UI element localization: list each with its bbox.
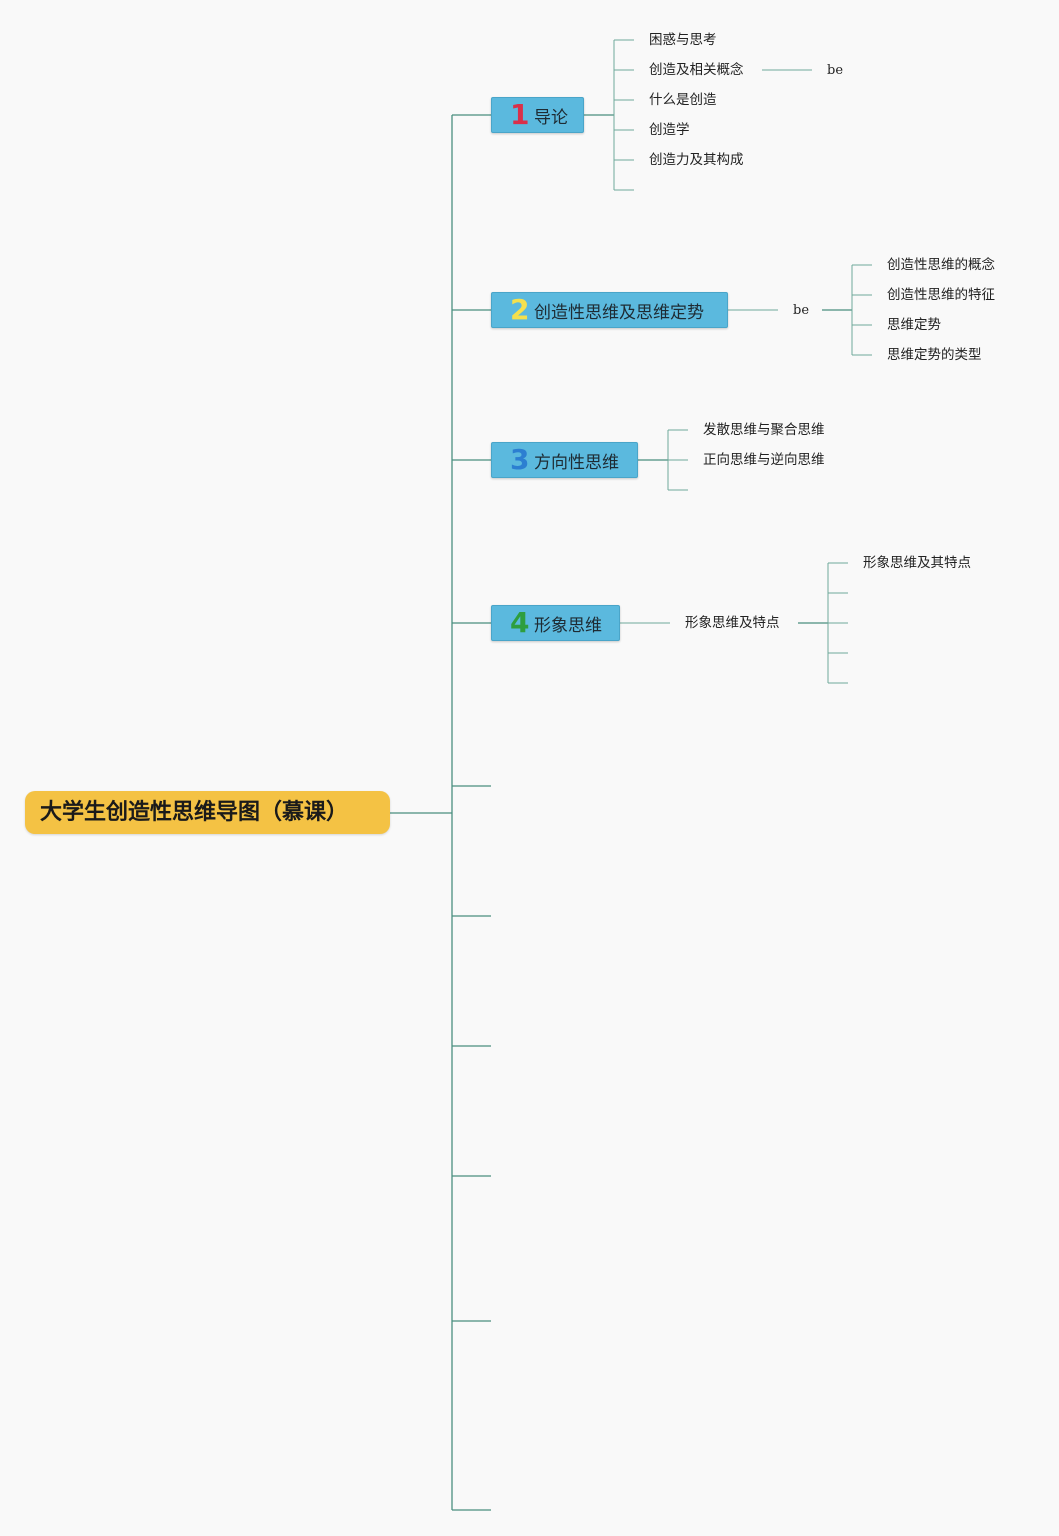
subtopic[interactable]: 形象思维及特点 <box>685 615 780 631</box>
subtopic[interactable]: 创造及相关概念 <box>649 62 744 78</box>
topic-4[interactable]: 4 形象思维 <box>491 605 620 641</box>
topic-label: 形象思维 <box>534 615 602 636</box>
subtopic[interactable]: 正向思维与逆向思维 <box>703 452 825 468</box>
topic-2[interactable]: 2 创造性思维及思维定势 <box>491 292 728 328</box>
topic-label: 导论 <box>534 107 568 128</box>
root-topic[interactable]: 大学生创造性思维导图（慕课） <box>25 791 390 834</box>
subtopic[interactable]: 思维定势的类型 <box>887 347 982 363</box>
topic-1[interactable]: 1 导论 <box>491 97 584 133</box>
subtopic[interactable]: 创造学 <box>649 122 690 138</box>
topic-3[interactable]: 3 方向性思维 <box>491 442 638 478</box>
subtopic-be[interactable]: be <box>793 303 810 318</box>
topic-number: 4 <box>510 606 530 639</box>
subtopic[interactable]: 创造性思维的特征 <box>887 287 995 303</box>
subtopic[interactable]: 困惑与思考 <box>649 32 717 48</box>
subtopic[interactable]: 创造性思维的概念 <box>887 257 995 273</box>
subtopic-be[interactable]: be <box>827 63 844 78</box>
subtopic[interactable]: 发散思维与聚合思维 <box>703 422 825 438</box>
subtopic[interactable]: 创造力及其构成 <box>649 152 744 168</box>
topic-number: 2 <box>510 293 530 326</box>
topic-number: 3 <box>510 443 530 476</box>
subtopic[interactable]: 思维定势 <box>887 317 941 333</box>
subtopic[interactable]: 什么是创造 <box>649 92 717 108</box>
topic-number: 1 <box>510 98 530 131</box>
topic-label: 创造性思维及思维定势 <box>534 302 704 323</box>
topic-label: 方向性思维 <box>534 452 619 473</box>
subtopic[interactable]: 形象思维及其特点 <box>863 555 971 571</box>
